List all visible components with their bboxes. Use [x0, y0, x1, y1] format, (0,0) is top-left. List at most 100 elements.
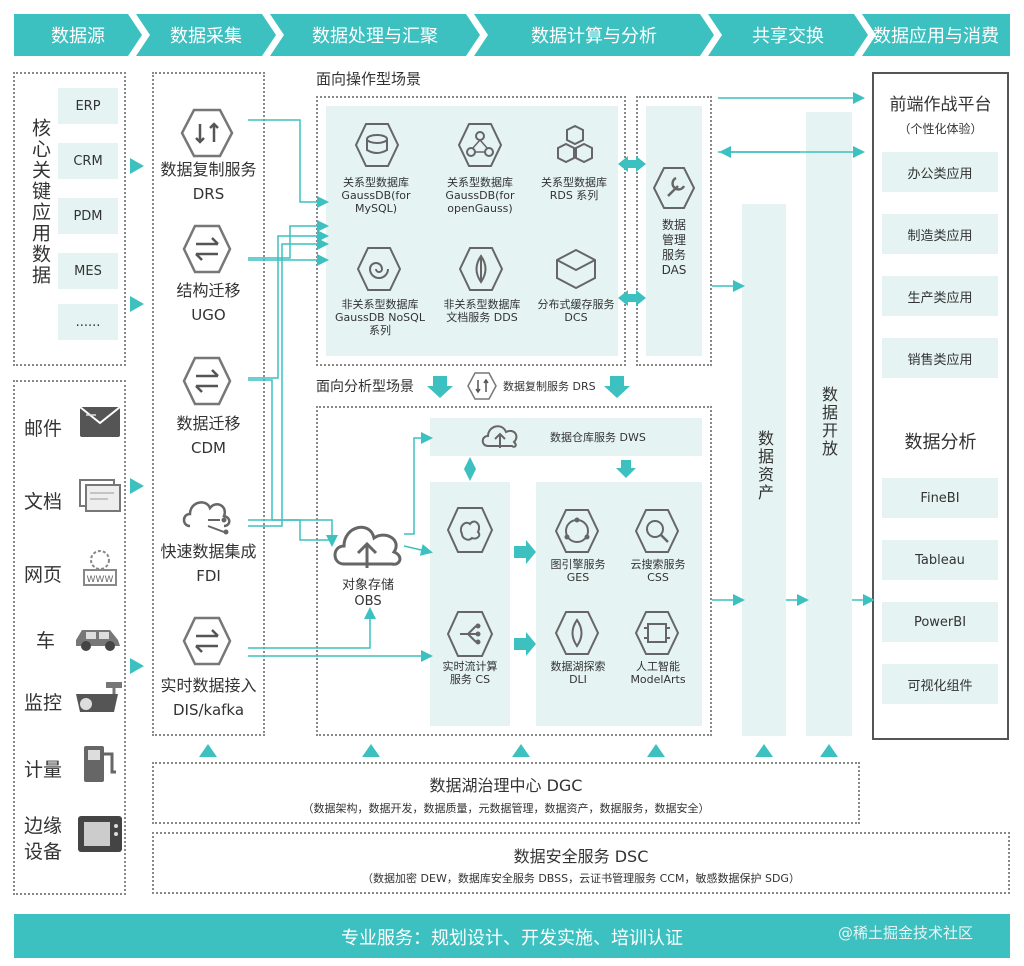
data-open-label: 数据开放	[819, 386, 838, 458]
analysis-tableau: Tableau	[882, 540, 998, 580]
source-item-erp: ERP	[58, 88, 118, 124]
data-assets-label: 数据资产	[755, 430, 774, 502]
source-label-document: 文档	[24, 491, 63, 513]
das-inner	[646, 106, 702, 356]
app-office: 办公类应用	[882, 152, 998, 192]
apps-panel	[872, 72, 1009, 740]
watermark: @稀土掘金技术社区	[838, 924, 974, 942]
document-icon	[79, 479, 121, 512]
footer-label: 专业服务：规划设计、开发实施、培训认证	[341, 928, 683, 949]
source-label-webpage: 网页	[24, 564, 63, 586]
replication-small-icon	[467, 372, 497, 400]
app-sales: 销售类应用	[882, 338, 998, 378]
webpage-icon: WWW	[83, 550, 117, 586]
dgc-detail: （数据架构，数据开发，数据质量，元数据管理，数据资产，数据服务，数据安全）	[302, 802, 710, 815]
source-label-metering: 计量	[24, 759, 63, 781]
dsc-detail: （数据加密 DEW，数据库安全服务 DBSS，云证书管理服务 CCM，敏感数据保…	[362, 872, 800, 885]
database-mysql-icon	[354, 123, 400, 167]
obs-cloud-icon	[333, 525, 402, 568]
analysis-powerbi: PowerBI	[882, 602, 998, 642]
cache-cube-icon	[556, 248, 596, 290]
operational-title: 面向操作型场景	[316, 70, 422, 88]
graph-engine-icon	[554, 509, 600, 553]
ai-chip-icon	[634, 611, 680, 655]
up-arrow	[512, 744, 530, 757]
stage-data-processing: 数据处理与汇聚	[270, 14, 480, 56]
source-label-edge-device: 边缘设备	[24, 815, 63, 863]
replication-icon	[180, 108, 234, 158]
brain-icon	[446, 507, 494, 553]
footer-bar	[14, 914, 1010, 958]
migrate-icon	[182, 616, 232, 666]
source-item-crm: CRM	[58, 143, 118, 179]
up-arrow	[647, 744, 665, 757]
other-sources-panel	[13, 380, 126, 895]
migrate-icon	[182, 224, 232, 274]
data-lake-icon	[554, 611, 600, 655]
data-assets-column	[742, 204, 786, 736]
cs-label: 实时流计算服务 CS	[442, 660, 498, 686]
service-code-cdm: CDM	[191, 439, 226, 457]
service-code-drs: DRS	[192, 185, 225, 203]
cloud-upload-icon	[481, 425, 518, 448]
source-label-vehicle: 车	[36, 630, 56, 652]
app-manufacturing: 制造类应用	[882, 214, 998, 254]
stage-sharing-exchange: 共享交换	[708, 14, 868, 56]
nosql-icon	[356, 247, 402, 291]
core-app-data-panel	[13, 72, 126, 366]
database-rds-icon	[557, 124, 593, 164]
dws-bar	[430, 418, 702, 456]
migrate-icon	[182, 356, 232, 406]
dsc-title: 数据安全服务 DSC	[513, 847, 649, 866]
service-label-dis: 实时数据接入	[160, 676, 257, 695]
svg-text:WWW: WWW	[87, 575, 114, 585]
source-label-monitoring: 监控	[24, 692, 63, 714]
source-item-pdm: PDM	[58, 198, 118, 234]
stage-data-collection: 数据采集	[136, 14, 276, 56]
app-production: 生产类应用	[882, 276, 998, 316]
edge-device-icon	[78, 816, 122, 852]
source-item-mes: MES	[58, 253, 118, 289]
dws-label: 数据仓库服务 DWS	[550, 431, 646, 444]
camera-icon	[76, 682, 122, 712]
analytical-drs-label: 数据复制服务 DRS	[503, 380, 596, 393]
dgc-title: 数据湖治理中心 DGC	[429, 776, 583, 795]
car-icon	[76, 630, 120, 651]
stage-data-source: 数据源	[14, 14, 142, 56]
analysis-visual-components: 可视化组件	[882, 664, 998, 704]
up-arrow	[820, 744, 838, 757]
service-label-cdm: 数据迁移	[176, 414, 241, 433]
database-opengauss-icon	[457, 123, 503, 167]
stream-icon	[446, 611, 494, 657]
das-panel	[636, 96, 712, 366]
up-arrow	[362, 744, 380, 757]
email-icon	[79, 406, 121, 437]
dsc-panel	[152, 832, 1010, 894]
wrench-icon	[652, 167, 696, 209]
service-code-dis: DIS/kafka	[172, 701, 245, 719]
service-code-ugo: UGO	[191, 306, 226, 324]
service-code-fdi: FDI	[196, 567, 221, 585]
up-arrow	[199, 744, 217, 757]
cloud-network-icon	[182, 501, 231, 535]
stage-data-application: 数据应用与消费	[862, 14, 1010, 56]
analysis-finebi: FineBI	[882, 478, 998, 518]
core-app-data-title: 核心关键应用数据	[29, 118, 51, 286]
stage-data-computing: 数据计算与分析	[474, 14, 714, 56]
service-label-ugo: 结构迁移	[176, 281, 241, 300]
search-icon	[634, 509, 680, 553]
analytical-panel	[316, 406, 712, 736]
service-label-drs: 数据复制服务	[160, 160, 257, 179]
up-arrow	[755, 744, 773, 757]
db-label-dds: 非关系型数据库文档服务 DDS	[443, 298, 521, 324]
document-db-icon	[458, 247, 504, 291]
